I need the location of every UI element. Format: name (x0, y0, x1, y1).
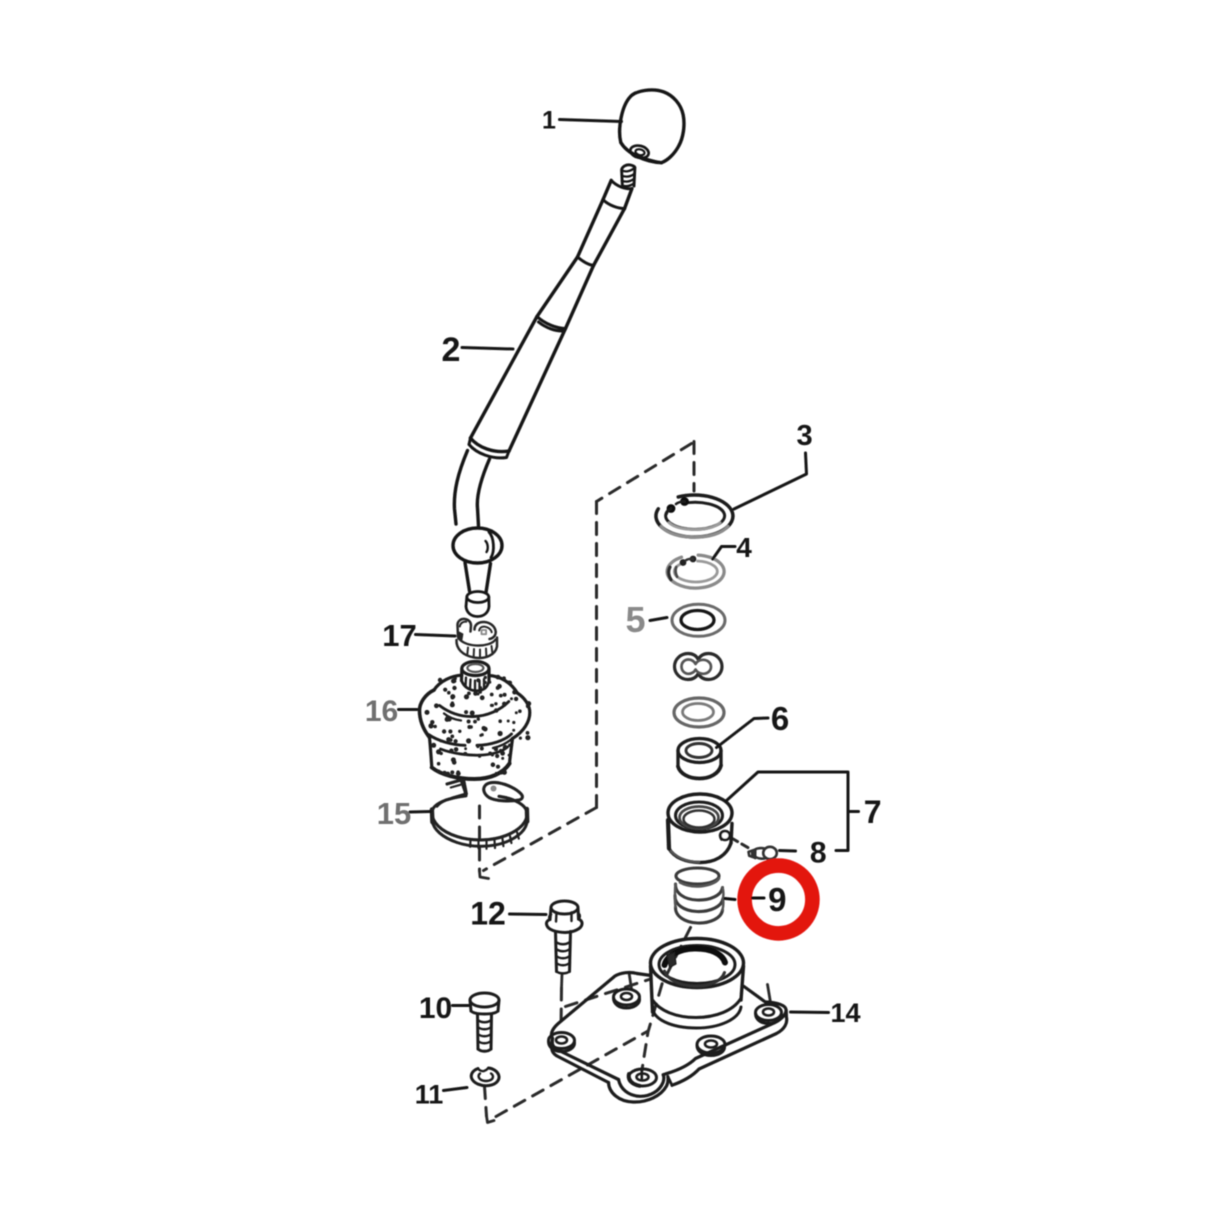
svg-text:4: 4 (736, 532, 752, 563)
svg-text:1: 1 (542, 107, 556, 135)
svg-text:17: 17 (382, 618, 416, 653)
svg-text:10: 10 (419, 992, 452, 1025)
svg-text:5: 5 (625, 599, 645, 640)
svg-text:11: 11 (415, 1080, 444, 1110)
svg-text:16: 16 (365, 695, 398, 728)
svg-text:14: 14 (830, 998, 860, 1028)
svg-text:12: 12 (470, 896, 506, 932)
svg-text:8: 8 (810, 837, 827, 870)
svg-text:3: 3 (797, 420, 813, 452)
svg-text:7: 7 (864, 794, 882, 830)
svg-text:6: 6 (771, 700, 789, 737)
svg-text:9: 9 (768, 881, 786, 918)
svg-text:15: 15 (377, 796, 411, 831)
svg-text:2: 2 (442, 331, 461, 369)
